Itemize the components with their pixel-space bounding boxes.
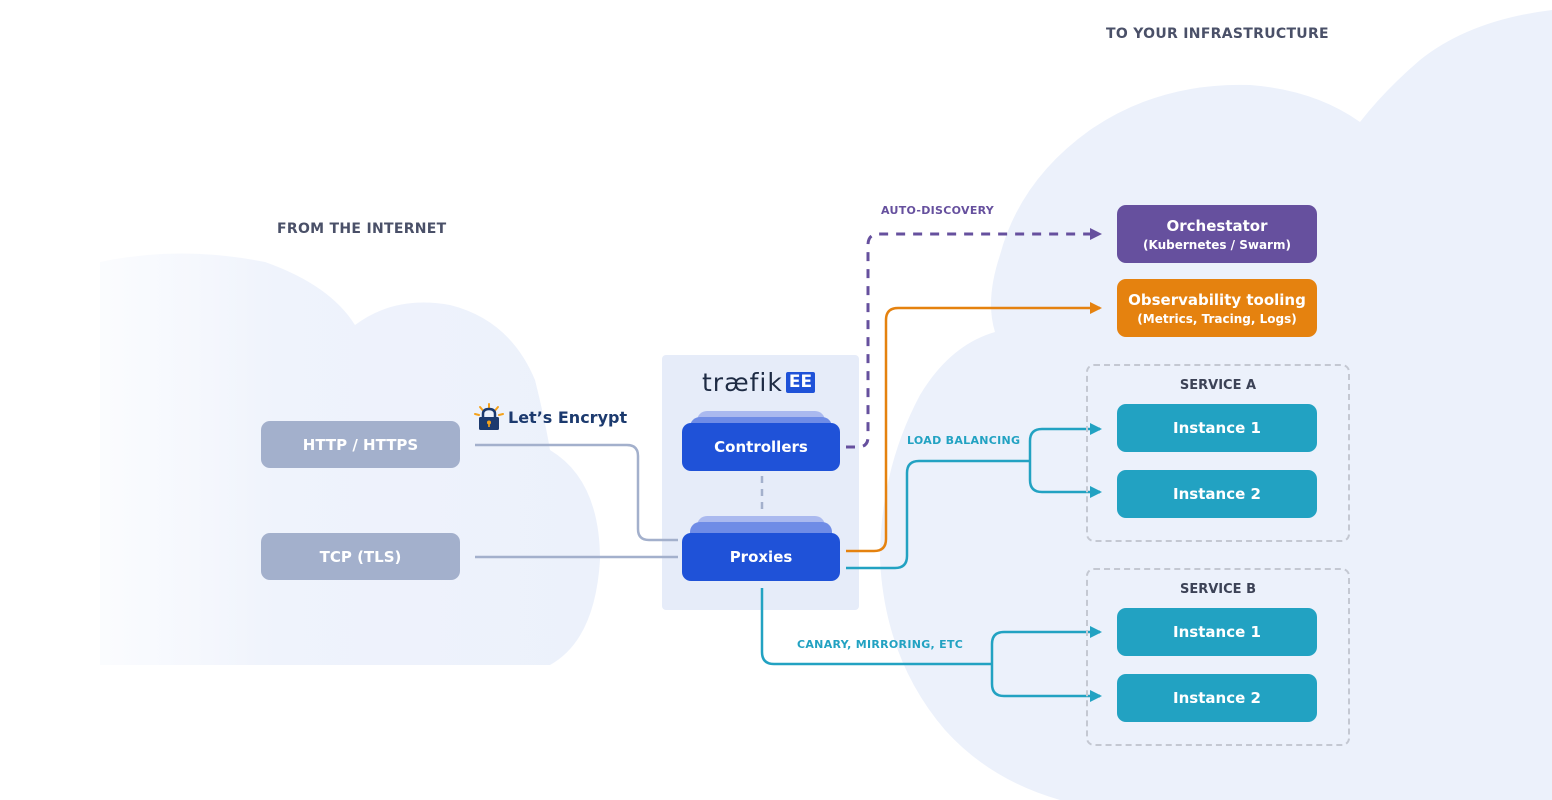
tcp-tls-box: TCP (TLS) — [261, 533, 460, 580]
instance-label: Instance 1 — [1173, 419, 1261, 437]
http-https-box: HTTP / HTTPS — [261, 421, 460, 468]
service-a-fork — [1028, 427, 1100, 494]
service-a-instance-2: Instance 2 — [1117, 470, 1317, 518]
from-internet-heading: FROM THE INTERNET — [277, 221, 447, 237]
service-b-fork — [990, 630, 1100, 698]
canary-mirroring-label: CANARY, MIRRORING, ETC — [797, 638, 964, 651]
orchestrator-box: Orchestator (Kubernetes / Swarm) — [1117, 205, 1317, 263]
orchestrator-title: Orchestator — [1166, 216, 1268, 235]
controllers-label: Controllers — [714, 438, 808, 456]
service-b-title: SERVICE B — [1179, 582, 1256, 597]
traefik-ee-logo: træfik EE — [702, 368, 816, 397]
tcp-tls-label: TCP (TLS) — [319, 547, 402, 566]
service-b-group: SERVICE B — [1086, 568, 1350, 746]
http-https-label: HTTP / HTTPS — [302, 435, 419, 454]
padlock-sun-icon — [474, 403, 504, 430]
service-b-instance-1: Instance 1 — [1117, 608, 1317, 656]
instance-label: Instance 2 — [1173, 689, 1261, 707]
load-balancing-connector — [846, 459, 1030, 570]
traefik-logo-text: træfik — [702, 368, 783, 397]
auto-discovery-label: AUTO-DISCOVERY — [881, 204, 995, 217]
proxies-box: Proxies — [682, 533, 840, 581]
instance-label: Instance 1 — [1173, 623, 1261, 641]
observability-title: Observability tooling — [1128, 290, 1306, 309]
instance-label: Instance 2 — [1173, 485, 1261, 503]
canary-connector — [760, 588, 992, 666]
lets-encrypt-logo: Let’s Encrypt — [474, 403, 627, 431]
to-infrastructure-heading: TO YOUR INFRASTRUCTURE — [1106, 26, 1329, 42]
observability-box: Observability tooling (Metrics, Tracing,… — [1117, 279, 1317, 337]
http-connector — [475, 443, 678, 542]
load-balancing-label: LOAD BALANCING — [907, 434, 1021, 447]
auto-discovery-connector — [846, 228, 1102, 449]
service-a-group: SERVICE A — [1086, 364, 1350, 542]
observability-subtitle: (Metrics, Tracing, Logs) — [1137, 311, 1297, 326]
service-b-instance-2: Instance 2 — [1117, 674, 1317, 722]
service-a-title: SERVICE A — [1179, 378, 1257, 393]
proxies-label: Proxies — [729, 548, 793, 566]
controllers-box: Controllers — [682, 423, 840, 471]
service-a-instance-1: Instance 1 — [1117, 404, 1317, 452]
traefik-ee-badge: EE — [785, 372, 816, 393]
lets-encrypt-label: Let’s Encrypt — [508, 407, 628, 427]
orchestrator-subtitle: (Kubernetes / Swarm) — [1143, 237, 1291, 252]
observability-connector — [846, 302, 1102, 553]
